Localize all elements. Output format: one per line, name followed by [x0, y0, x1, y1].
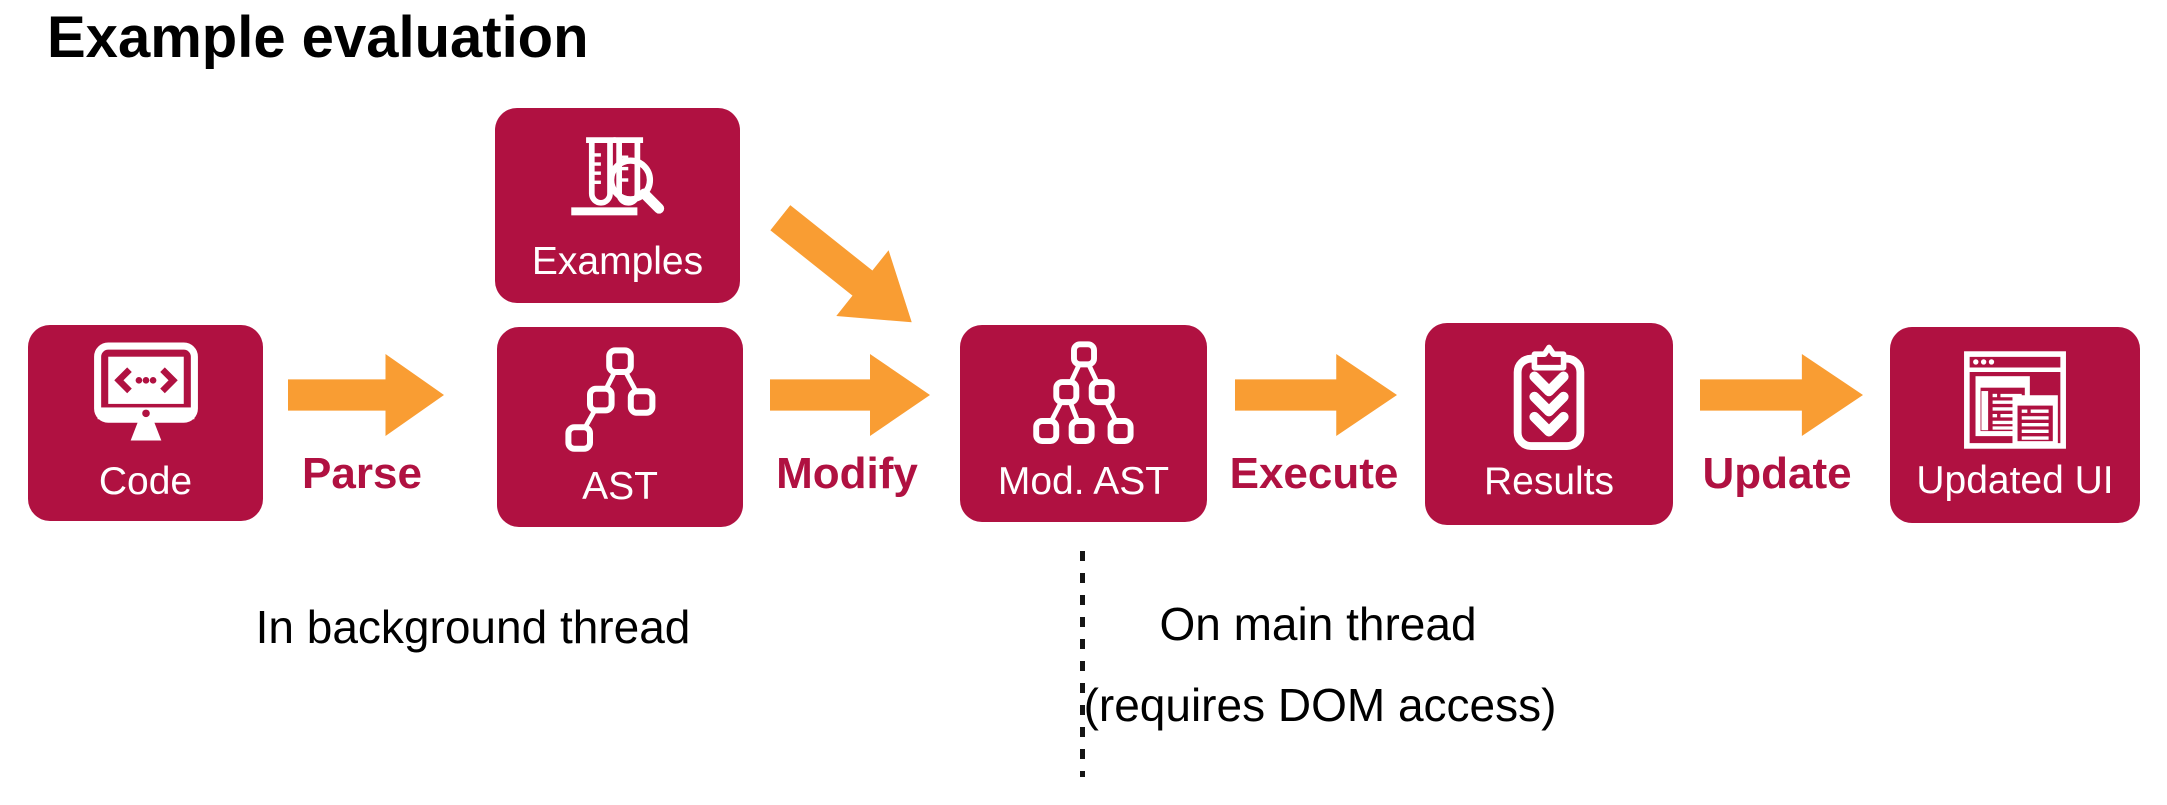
node-label-mod-ast: Mod. AST — [997, 460, 1170, 504]
node-ast: AST — [497, 327, 743, 527]
node-results: Results — [1425, 323, 1673, 525]
node-label-examples: Examples — [531, 240, 704, 284]
node-label-ast: AST — [582, 464, 658, 508]
main-thread-caption-line1: On main thread — [1159, 598, 1477, 650]
thread-boundary-dotted-line — [1080, 551, 1085, 777]
code-monitor-icon — [93, 342, 198, 441]
node-label-updated-ui: Updated UI — [1916, 458, 2114, 502]
browser-window-icon — [1964, 350, 2066, 449]
flasks-magnifier-icon — [570, 137, 664, 216]
node-mod-ast: Mod. AST — [960, 325, 1207, 522]
background-thread-caption: In background thread — [255, 601, 691, 653]
ast-tree-icon — [565, 346, 656, 452]
arrow-modify-icon — [770, 352, 930, 438]
arrow-parse-icon — [288, 352, 444, 438]
main-thread-caption-line2: (requires DOM access) — [1083, 679, 1557, 731]
node-label-results: Results — [1483, 459, 1615, 503]
page-title: Example evaluation — [47, 5, 589, 70]
arrow-label-modify: Modify — [776, 449, 918, 498]
arrow-execute-icon — [1235, 352, 1397, 438]
node-updated-ui: Updated UI — [1890, 327, 2140, 523]
node-examples: Examples — [495, 108, 740, 303]
arrow-update-icon — [1700, 352, 1863, 438]
arrow-label-execute: Execute — [1229, 449, 1399, 498]
node-code: Code — [28, 325, 263, 521]
node-label-code: Code — [98, 459, 193, 503]
arrow-label-update: Update — [1702, 449, 1852, 498]
arrow-label-parse: Parse — [302, 449, 422, 498]
clipboard-checklist-icon — [1513, 344, 1585, 450]
arrow-examples-to-mod-ast-icon — [753, 183, 939, 356]
modified-ast-tree-icon — [1032, 341, 1134, 445]
